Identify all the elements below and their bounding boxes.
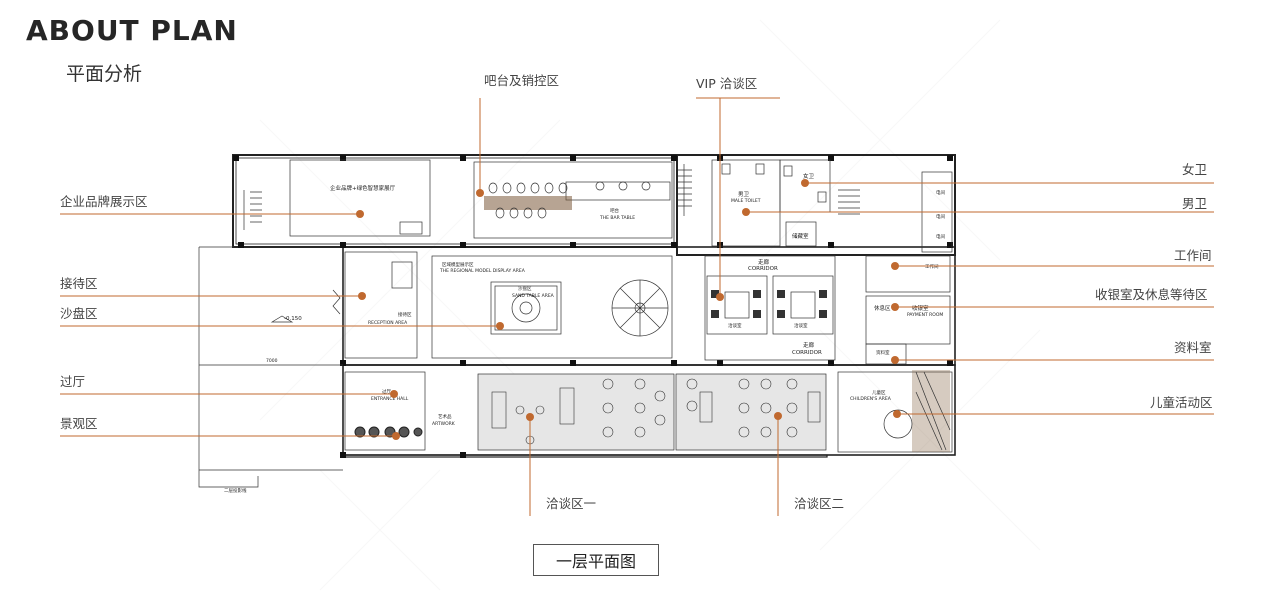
storage-text: 储藏室 xyxy=(792,232,809,240)
label-female-wc: 女卫 xyxy=(1182,162,1207,177)
rest-text: 休息区 xyxy=(874,304,891,312)
reception-cn-text: 接待区 xyxy=(398,311,412,318)
children-en-text: CHILDREN'S AREA xyxy=(850,396,892,402)
entrance-en-text: ENTRANCE HALL xyxy=(371,396,409,402)
payment-text: 收银室 xyxy=(912,304,929,312)
label-reception: 接待区 xyxy=(60,276,98,291)
label-nego2: 洽谈区二 xyxy=(794,496,844,511)
label-bar: 吧台及销控区 xyxy=(484,73,559,88)
interior: 企业品牌+绿色智慧家展厅 吧台 THE BAR TABLE 接待区 RECEPT… xyxy=(199,159,953,494)
corridor-top-cn: 走廊 xyxy=(758,258,770,266)
label-male-wc: 男卫 xyxy=(1182,196,1207,211)
label-sandtable: 沙盘区 xyxy=(60,306,98,321)
corridor-bottom-en: CORRIDOR xyxy=(792,350,822,356)
sand-en-text: SAND TABLE AREA xyxy=(512,293,555,299)
callout-leaders xyxy=(60,97,1214,516)
projection-note-text: 二层投影线 xyxy=(224,487,247,494)
elec3-text: 电间 xyxy=(936,233,945,240)
label-nego1: 洽谈区一 xyxy=(546,496,596,511)
archive-small-text: 资料室 xyxy=(876,349,890,356)
children-cn-text: 儿童区 xyxy=(872,389,886,396)
label-children: 儿童活动区 xyxy=(1150,395,1213,410)
label-archive: 资料室 xyxy=(1174,340,1212,355)
level-text: -0.150 xyxy=(284,316,302,322)
watermark xyxy=(259,19,1041,591)
vip-room2-text: 洽谈室 xyxy=(794,322,808,329)
vip-room1-text: 洽谈室 xyxy=(728,322,742,329)
corridor-bottom-cn: 走廊 xyxy=(803,341,815,349)
dimension-text: 7000 xyxy=(266,358,278,364)
bar-table-en-text: THE BAR TABLE xyxy=(599,215,635,221)
plan-caption: 一层平面图 xyxy=(533,544,659,576)
artwork-en-text: ARTWORK xyxy=(432,421,456,427)
sand-cn-text: 沙盘区 xyxy=(518,285,532,292)
callout-labels: 吧台及销控区 VIP 洽谈区 企业品牌展示区 接待区 沙盘区 过厅 景观区 洽谈… xyxy=(60,73,1213,511)
reception-en-text: RECEPTION AREA xyxy=(368,320,408,326)
label-workroom: 工作间 xyxy=(1174,248,1212,263)
page-title: ABOUT PLAN xyxy=(26,14,238,47)
entrance-text: 过厅 xyxy=(382,388,391,395)
model-text: 区域模型展示区 xyxy=(442,261,474,268)
label-cashier: 收银室及休息等待区 xyxy=(1095,287,1208,302)
elec1-text: 电间 xyxy=(936,189,945,196)
label-vip: VIP 洽谈区 xyxy=(696,76,757,91)
label-brand: 企业品牌展示区 xyxy=(60,194,148,209)
male-wc-en-text: MALE TOILET xyxy=(731,198,761,204)
page-subtitle: 平面分析 xyxy=(66,63,143,85)
male-wc-text: 男卫 xyxy=(738,191,750,198)
elec2-text: 电间 xyxy=(936,213,945,220)
building-outline xyxy=(198,154,956,488)
artwork-text: 艺术品 xyxy=(438,413,452,420)
label-hall: 过厅 xyxy=(60,374,85,389)
female-wc-text: 女卫 xyxy=(803,172,815,180)
label-landscape: 景观区 xyxy=(60,416,98,431)
corridor-top-en: CORRIDOR xyxy=(748,266,778,272)
brand-hall-text: 企业品牌+绿色智慧家展厅 xyxy=(330,184,396,192)
payment-en-text: PAYMENT ROOM xyxy=(907,312,943,318)
bar-table-text: 吧台 xyxy=(610,207,619,214)
model-en-text: THE REGIONAL MODEL DISPLAY AREA xyxy=(439,268,526,274)
